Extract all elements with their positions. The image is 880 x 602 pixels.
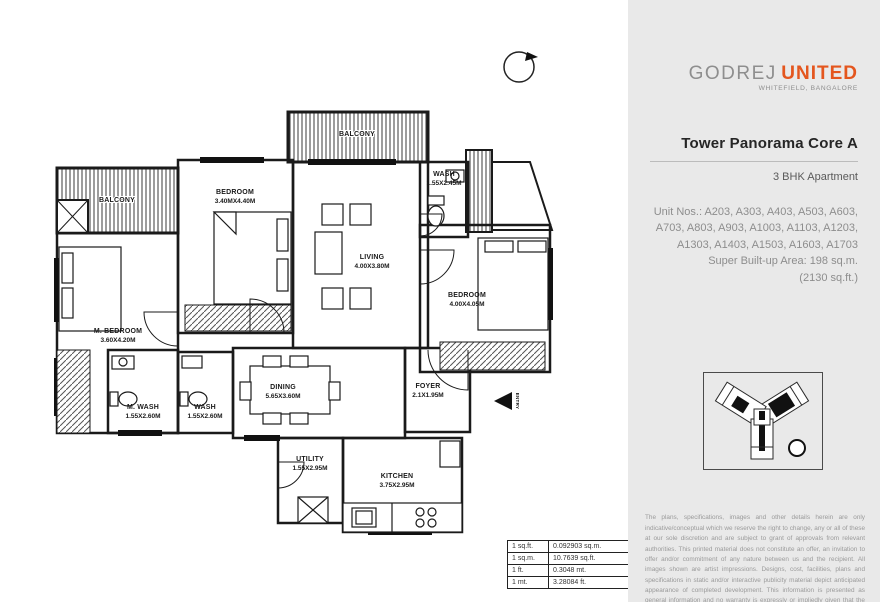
utility-label: UTILITY bbox=[296, 456, 324, 463]
keyplan-wing-bottom bbox=[750, 418, 774, 460]
key-plan-drawing bbox=[714, 381, 810, 460]
utility-sink bbox=[297, 496, 329, 524]
table-row: 1 ft. 0.3048 mt. bbox=[507, 564, 636, 577]
bedroom-top-label: BEDROOM bbox=[216, 189, 254, 196]
info-panel: GODREJ UNITED WHITEFIELD, BANGALORE Towe… bbox=[628, 0, 880, 602]
dining-dim: 5.65X3.60M bbox=[265, 393, 300, 400]
utility-dim: 1.55X2.95M bbox=[292, 465, 327, 472]
ac-ledge-box bbox=[56, 199, 89, 234]
brand-name-gray: GODREJ bbox=[688, 63, 777, 84]
balcony-left-label: BALCONY bbox=[99, 197, 135, 204]
key-plan-box bbox=[703, 372, 823, 470]
bedroom-right-label: BEDROOM bbox=[448, 292, 486, 299]
divider-line bbox=[650, 160, 858, 162]
dining-label: DINING bbox=[270, 384, 296, 391]
m-bedroom-dim: 3.60X4.20M bbox=[100, 337, 135, 344]
bed-top-bedroom bbox=[212, 211, 292, 305]
door-swings bbox=[143, 213, 469, 489]
balcony-areas bbox=[55, 110, 554, 235]
balcony-top-label: BALCONY bbox=[339, 131, 375, 138]
living-sofa-set bbox=[314, 203, 372, 310]
floor-plan-drawing: ENTRY BALCONY BALCONY BEDROOM 3.40MX4.40… bbox=[54, 51, 554, 535]
area-sqft: (2130 sq.ft.) bbox=[799, 271, 858, 284]
conv-unit: 1 sq.m. bbox=[507, 552, 549, 565]
apartment-type: 3 BHK Apartment bbox=[773, 170, 858, 183]
m-bedroom-label: M. BEDROOM bbox=[94, 328, 142, 335]
conv-value: 3.28084 ft. bbox=[548, 576, 636, 589]
wardrobes bbox=[56, 304, 546, 434]
kitchen-dim: 3.75X2.95M bbox=[379, 482, 414, 489]
m-wash-dim: 1.55X2.60M bbox=[125, 413, 160, 420]
table-row: 1 mt. 3.28084 ft. bbox=[507, 576, 636, 589]
keyplan-circle-icon bbox=[788, 439, 806, 457]
conv-unit: 1 sq.ft. bbox=[507, 540, 549, 553]
living-label: LIVING bbox=[360, 254, 385, 261]
dining-table bbox=[239, 355, 341, 425]
brand-logo: GODREJ UNITED WHITEFIELD, BANGALORE bbox=[650, 64, 858, 93]
entry-label: ENTRY bbox=[515, 393, 520, 410]
foyer-label: FOYER bbox=[415, 383, 440, 390]
wash-top-dim: 1.55X2.45M bbox=[426, 180, 461, 187]
brand-location: WHITEFIELD, BANGALORE bbox=[758, 85, 858, 92]
room-labels: BALCONY BALCONY BEDROOM 3.40MX4.40M WASH… bbox=[94, 130, 486, 489]
table-row: 1 sq.ft. 0.092903 sq.m. bbox=[507, 540, 636, 553]
conv-value: 0.092903 sq.m. bbox=[548, 540, 636, 553]
conv-unit: 1 ft. bbox=[507, 564, 549, 577]
unit-conversion-table: 1 sq.ft. 0.092903 sq.m. 1 sq.m. 10.7639 … bbox=[507, 540, 636, 589]
foyer-dim: 2.1X1.95M bbox=[412, 392, 443, 399]
table-row: 1 sq.m. 10.7639 sq.ft. bbox=[507, 552, 636, 565]
bedroom-right-dim: 4.00X4.05M bbox=[449, 301, 484, 308]
brand-name-orange: UNITED bbox=[781, 63, 858, 84]
conv-value: 0.3048 mt. bbox=[548, 564, 636, 577]
kitchen-label: KITCHEN bbox=[381, 473, 414, 480]
conv-value: 10.7639 sq.ft. bbox=[548, 552, 636, 565]
bed-master-bedroom bbox=[58, 246, 122, 332]
wash-bottom-label: WASH bbox=[194, 404, 216, 411]
north-compass-icon bbox=[503, 51, 538, 83]
disclaimer-text: The plans, specifications, images and ot… bbox=[645, 514, 865, 602]
bed-right-bedroom bbox=[477, 237, 549, 331]
wash-bottom-dim: 1.55X2.60M bbox=[187, 413, 222, 420]
unit-numbers: Unit Nos.: A203, A303, A403, A503, A603,… bbox=[653, 205, 858, 251]
living-dim: 4.00X3.80M bbox=[354, 263, 389, 270]
entry-arrow-icon: ENTRY bbox=[494, 392, 520, 410]
tower-title: Tower Panorama Core A bbox=[681, 134, 858, 152]
toilet-fixtures bbox=[109, 169, 465, 407]
wash-top-label: WASH bbox=[433, 171, 455, 178]
super-built-up-area: Super Built-up Area: 198 sq.m. bbox=[708, 255, 858, 268]
m-wash-label: M. WASH bbox=[127, 404, 159, 411]
furniture bbox=[58, 169, 549, 533]
conv-unit: 1 mt. bbox=[507, 576, 549, 589]
bedroom-top-dim: 3.40MX4.40M bbox=[215, 198, 255, 205]
kitchen-counter bbox=[342, 440, 463, 533]
